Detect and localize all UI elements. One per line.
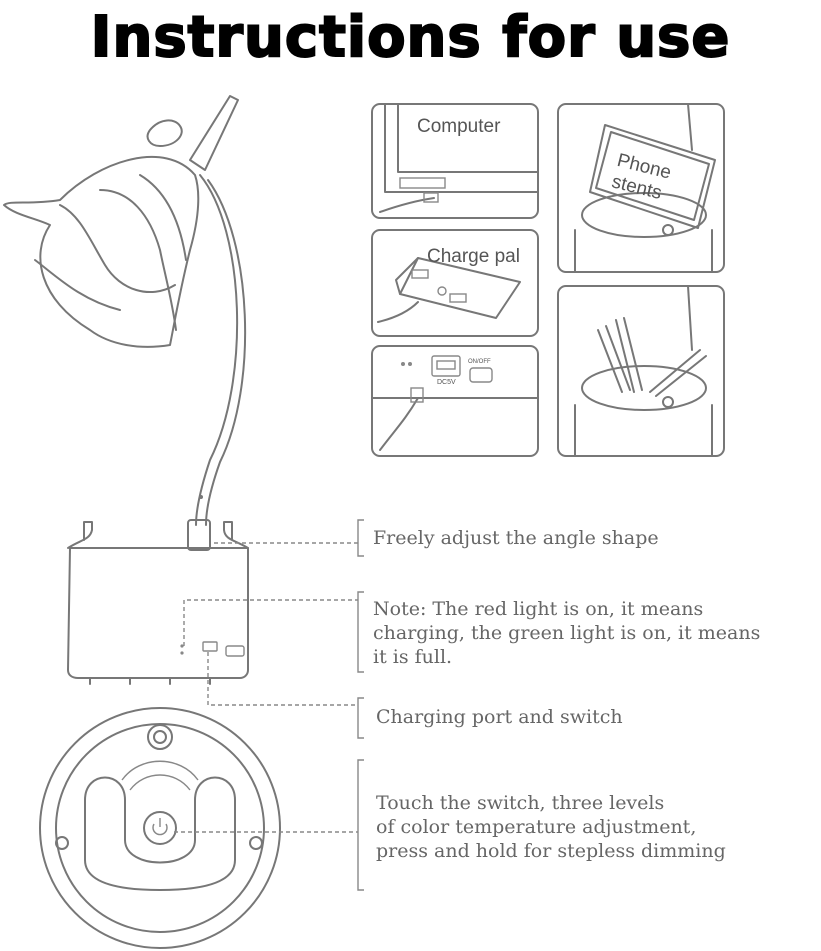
note-line: it is full. — [373, 646, 453, 668]
note-line: Note: The red light is on, it means — [373, 598, 704, 620]
onoff-label: ON/OFF — [468, 359, 491, 365]
dc5v-label: DC5V — [437, 379, 456, 386]
flower-lamp-head-icon — [3, 95, 239, 348]
touch-line: press and hold for stepless dimming — [376, 840, 726, 862]
lamp-base-side-view — [67, 519, 249, 685]
page-title: Instructions for use — [90, 4, 731, 71]
gooseneck-stem — [195, 174, 239, 526]
touch-line: of color temperature adjustment, — [376, 816, 697, 838]
angle-callout: Freely adjust the angle shape — [373, 527, 659, 549]
phone-stand-panel — [557, 103, 725, 273]
touch-switch-callout: Touch the switch, three levels of color … — [376, 791, 726, 863]
charge-pal-label: Charge pal — [427, 246, 520, 267]
computer-label: Computer — [417, 116, 501, 137]
touch-line: Touch the switch, three levels — [376, 792, 665, 814]
indicator-note-callout: Note: The red light is on, it means char… — [373, 597, 760, 669]
port-callout: Charging port and switch — [376, 706, 623, 728]
lamp-base-top-view — [39, 707, 281, 949]
port-panel — [371, 345, 539, 457]
pen-holder-panel — [557, 285, 725, 457]
note-line: charging, the green light is on, it mean… — [373, 622, 761, 644]
computer-panel — [371, 103, 539, 219]
power-bank-panel — [371, 229, 539, 337]
